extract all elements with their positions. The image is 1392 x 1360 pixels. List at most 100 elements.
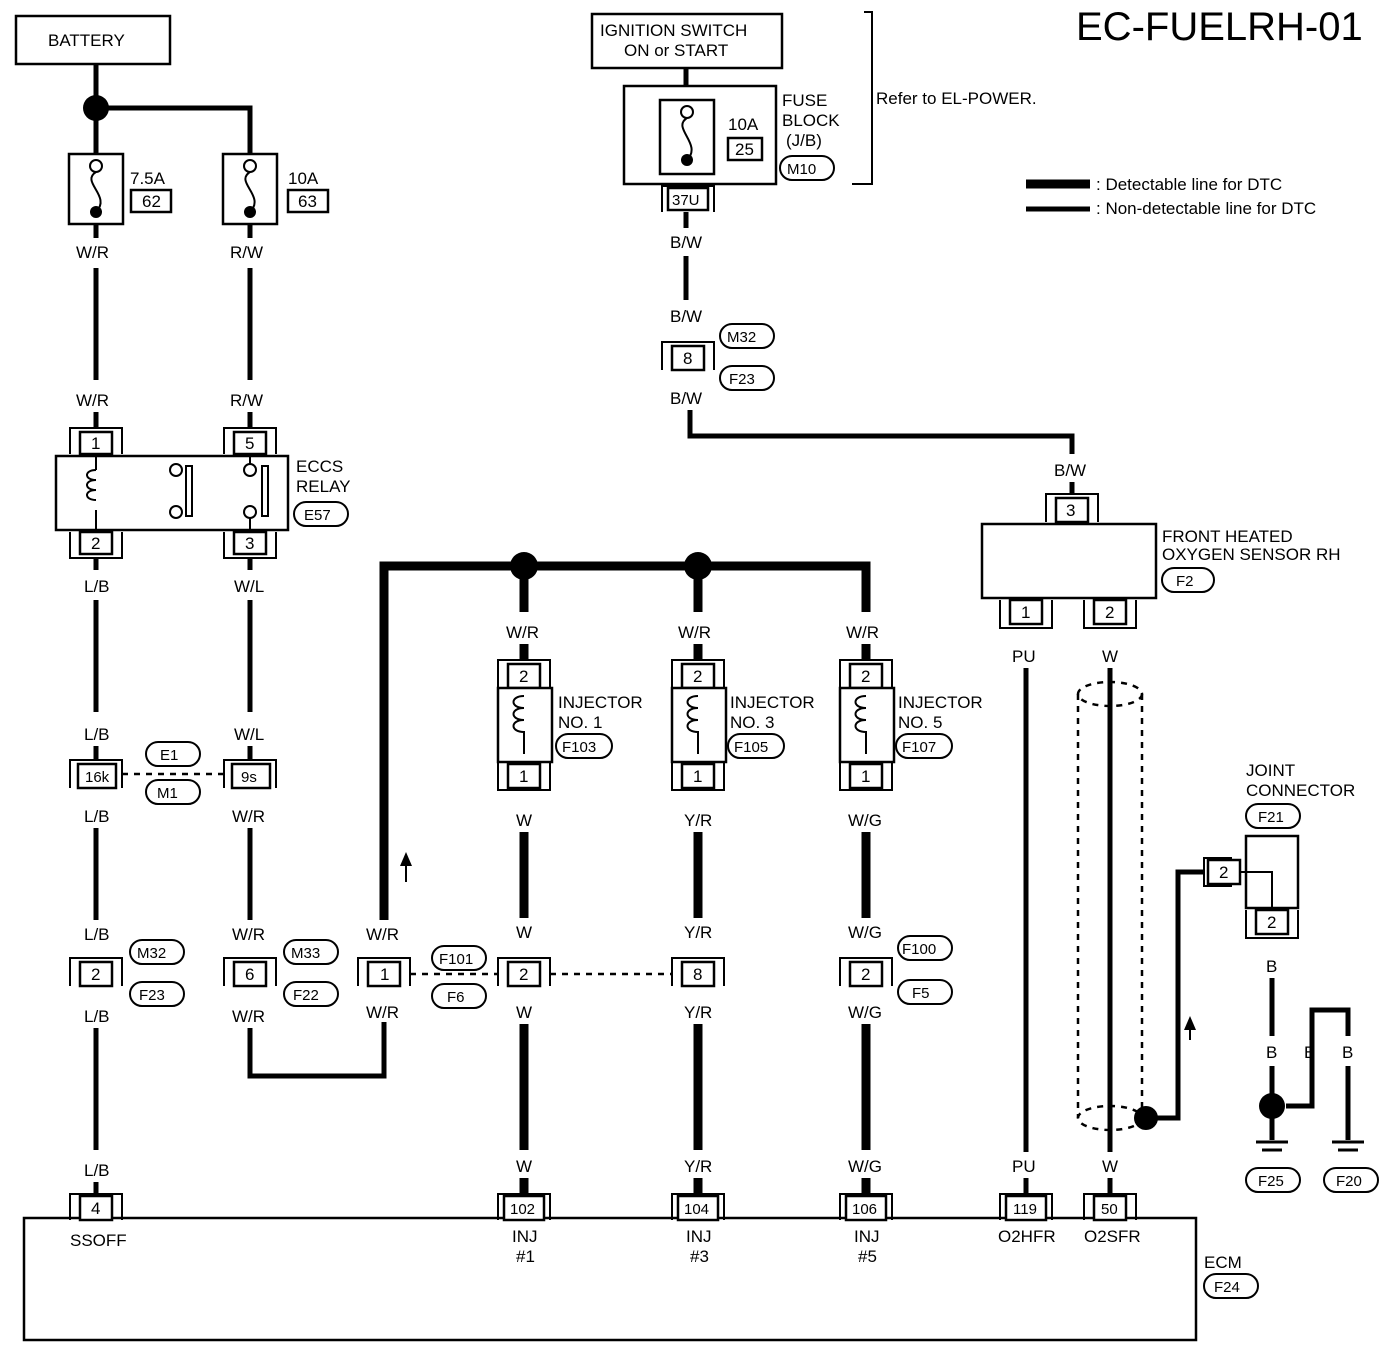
label: W/R [232,925,265,944]
label: 2 [1105,603,1114,622]
label: PU [1012,1157,1036,1176]
o2-sensor-rh [980,522,1158,600]
label: 6 [245,965,254,984]
label: R/W [230,243,263,262]
label: 16k [85,769,110,786]
label: Y/R [684,923,712,942]
label: 2 [861,667,870,686]
label: L/B [84,1161,110,1180]
label: INJECTOR [898,693,983,712]
label: Y/R [684,811,712,830]
label: F100 [902,941,936,958]
flow-arrow-up [400,852,412,866]
label: R/W [230,391,263,410]
legend-nondetectable: : Non-detectable line for DTC [1096,199,1316,218]
label: 37U [672,192,700,209]
label: W/G [848,1003,882,1022]
label: W/R [76,391,109,410]
label: M33 [291,945,320,962]
label: B [1266,1043,1277,1062]
label: 8 [683,349,692,368]
label: W/R [76,243,109,262]
label: W/L [234,725,264,744]
label: W/R [232,1007,265,1026]
label: 106 [852,1201,877,1218]
label: NO. 1 [558,713,602,732]
relay-label: ECCS [296,457,343,476]
label: W/G [848,1157,882,1176]
label: M10 [787,161,816,178]
label: W/L [234,577,264,596]
battery-box [14,14,172,66]
label: 2 [1219,863,1228,882]
label: 25 [735,140,754,159]
label: F103 [562,739,596,756]
label: PU [1012,647,1036,666]
ignition-switch-box [590,12,784,70]
label: FUSE [782,91,827,110]
label: O2HFR [998,1227,1056,1246]
label: 3 [1066,501,1075,520]
diagram-title: EC-FUELRH-01 [1076,5,1363,49]
label: #5 [858,1247,877,1266]
label: 63 [298,192,317,211]
label: 2 [1267,913,1276,932]
label: 2 [91,534,100,553]
label: B/W [1054,461,1086,480]
label: W [516,1003,532,1022]
ecm-box [22,1216,1198,1342]
label: L/B [84,807,110,826]
label: 4 [91,1199,100,1218]
label: 1 [519,767,528,786]
label: 2 [861,965,870,984]
label: M32 [137,945,166,962]
label: #3 [690,1247,709,1266]
label: F24 [1214,1279,1240,1296]
label: Y/R [684,1003,712,1022]
label: (J/B) [786,131,822,150]
label: F5 [912,985,930,1002]
legend-detectable: : Detectable line for DTC [1096,175,1282,194]
label: B/W [670,233,702,252]
label: F20 [1336,1173,1362,1190]
label: F21 [1258,809,1284,826]
label: E1 [160,747,178,764]
label: RELAY [296,477,351,496]
label: L/B [84,925,110,944]
label: W/G [848,811,882,830]
label: 3 [245,534,254,553]
label: ECM [1204,1253,1242,1272]
label: 10A [728,115,759,134]
label: F25 [1258,1173,1284,1190]
label: F101 [439,951,473,968]
label: IGNITION SWITCH [600,21,747,40]
label: FRONT HEATED [1162,527,1293,546]
label: L/B [84,725,110,744]
label: W [516,923,532,942]
battery-label: BATTERY [48,31,125,50]
label: F6 [447,989,465,1006]
label: 1 [1021,603,1030,622]
label: 104 [684,1201,709,1218]
label: INJ [512,1227,538,1246]
label: 1 [861,767,870,786]
label: 5 [245,434,254,453]
label: 2 [693,667,702,686]
label: E57 [304,507,331,524]
label: 1 [380,965,389,984]
label: 2 [519,667,528,686]
label: NO. 3 [730,713,774,732]
label: 62 [142,192,161,211]
label: SSOFF [70,1231,127,1250]
label: INJ [686,1227,712,1246]
label: W [1102,1157,1118,1176]
label: 9s [241,769,257,786]
label: W/R [506,623,539,642]
label: 119 [1013,1201,1037,1218]
label: O2SFR [1084,1227,1141,1246]
label: W/R [366,1003,399,1022]
label: #1 [516,1247,535,1266]
label: CONNECTOR [1246,781,1355,800]
label: INJECTOR [730,693,815,712]
